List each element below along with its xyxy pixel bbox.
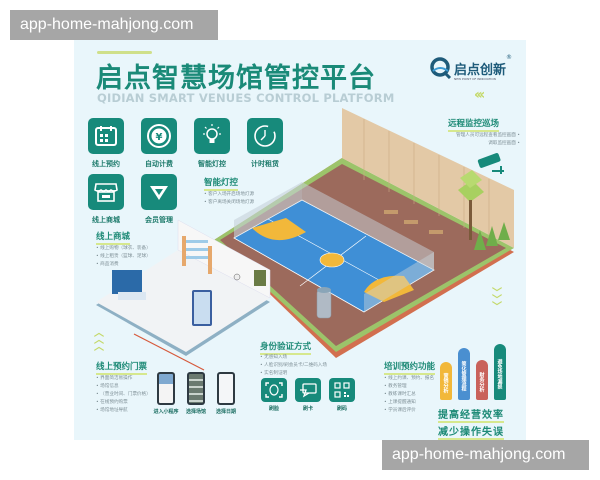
auth-qr: 刷码 xyxy=(328,378,356,412)
benefit-bars: 营销分析 简化管理流程 财务分析 避免场地漏损 xyxy=(440,340,520,400)
svg-text:¥: ¥ xyxy=(156,132,163,143)
phone-step-label: 选择日期 xyxy=(215,409,236,415)
chevrons-left-icon: ‹‹‹ xyxy=(474,87,485,103)
poster: 启点智慧场馆管控平台 QIDIAN SMART VENUES CONTROL P… xyxy=(74,40,526,440)
auth-face: 刷脸 xyxy=(260,378,288,412)
section-title-online-mall: 线上商城 xyxy=(96,230,131,245)
face-scan-icon xyxy=(265,382,283,398)
phone-step: 进入小程序 xyxy=(146,372,186,415)
camera-icon xyxy=(477,153,504,174)
feature-online-booking: 线上预约 xyxy=(86,118,126,169)
bullet-item: 实名制证明 xyxy=(260,370,327,378)
yen-coin-icon: ¥ xyxy=(147,124,171,148)
auth-card: 刷卡 xyxy=(294,378,322,412)
benefit-bar: 财务分析 xyxy=(476,360,488,400)
feature-label: 线上商城 xyxy=(92,216,120,224)
bullet-item: 上课提醒通知 xyxy=(384,399,434,407)
auth-label: 刷脸 xyxy=(268,406,279,412)
training-bullets: 线上约课、预约、报名 教务管理 教练课时汇总 上课提醒通知 学员课后评价 xyxy=(384,375,434,415)
lightbulb-icon xyxy=(203,124,221,143)
title-accent-bar xyxy=(97,51,152,54)
bullet-item: 教练课时汇总 xyxy=(384,391,434,399)
brand-logo: 启点创新 ® NEW POINT OF INNOVATION xyxy=(430,54,512,81)
section-title-identity: 身份验证方式 xyxy=(260,340,312,355)
feature-auto-billing: ¥ 自动计费 xyxy=(139,118,179,169)
q-logo-icon xyxy=(430,57,452,79)
watermark-top: app-home-mahjong.com xyxy=(10,10,218,40)
bullet-item: 商品消费 xyxy=(96,261,151,269)
section-title-remote-monitor: 远程监控巡场 xyxy=(448,117,500,132)
section-title-light-control: 智能灯控 xyxy=(204,176,239,191)
feature-label: 线上预约 xyxy=(92,160,120,168)
feature-label: 会员管理 xyxy=(145,216,173,224)
bullet-item: 调取监控画面 xyxy=(456,140,520,148)
auth-label: 刷码 xyxy=(336,406,347,412)
feature-label: 智能灯控 xyxy=(198,160,226,168)
bullet-item: 界面简洁易操作 xyxy=(96,375,151,383)
light-control-bullets: 客户入场开启场地灯源 客户离场关闭场地灯源 xyxy=(204,191,254,207)
slogan-efficiency: 提高经营效率 xyxy=(438,406,504,423)
bullet-text: （营业时间、门票价格） xyxy=(100,392,151,397)
bullet-item: 客户离场关闭场地灯源 xyxy=(204,199,254,207)
bullet-item: 人脸识别/刷会员卡/二维码入场 xyxy=(260,362,327,370)
card-swipe-icon xyxy=(300,383,317,398)
bullet-item-continued: （营业时间、门票价格） xyxy=(96,391,151,399)
bullet-item: 线上租赁（篮球、足球） xyxy=(96,253,151,261)
bullet-item: 线上约课、预约、报名 xyxy=(384,375,434,383)
bullet-item: 客户入场开启场地灯源 xyxy=(204,191,254,199)
brand-name: 启点创新 xyxy=(454,62,507,78)
feature-label: 计时租赁 xyxy=(251,160,279,168)
online-mall-bullets: 线上购物（球衣、装备） 线上租赁（篮球、足球） 商品消费 xyxy=(96,245,151,269)
section-title-training: 培训预约功能 xyxy=(384,360,436,375)
storefront-icon xyxy=(94,183,118,202)
page-title: 启点智慧场馆管控平台 xyxy=(96,63,376,94)
benefit-bar: 简化管理流程 xyxy=(458,348,470,400)
v-badge-icon xyxy=(150,186,168,200)
phone-step-label: 选择场馆 xyxy=(185,409,206,415)
registered-mark: ® xyxy=(506,54,513,61)
identity-bullets: 无感知入场 人脸识别/刷会员卡/二维码入场 实名制证明 xyxy=(260,354,327,378)
feature-smart-light: 智能灯控 xyxy=(192,118,232,169)
benefit-bar: 避免场地漏损 xyxy=(494,344,506,400)
feature-label: 自动计费 xyxy=(145,160,173,168)
brand-tagline: NEW POINT OF INNOVATION xyxy=(454,77,496,81)
bullet-item: 在线预约购票 xyxy=(96,399,151,407)
chevrons-up-icon: ︿︿︿ xyxy=(94,328,104,353)
benefit-bar: 营销分析 xyxy=(440,362,452,400)
bullet-item: 教务管理 xyxy=(384,383,434,391)
feature-online-mall: 线上商城 xyxy=(86,174,126,225)
phone-step-label: 进入小程序 xyxy=(153,409,179,415)
bullet-item: 场馆地址导航 xyxy=(96,407,151,415)
watermark-bottom: app-home-mahjong.com xyxy=(382,440,589,470)
clock-icon xyxy=(254,125,276,147)
bullet-item: 无感知入场 xyxy=(260,354,327,362)
bullet-item: 管理人员可远程查看监控画面 xyxy=(456,132,520,140)
bullet-item: 场馆信息 xyxy=(96,383,151,391)
phone-step: 选择日期 xyxy=(206,372,246,415)
phone-step: 选择场馆 xyxy=(176,372,216,415)
bullet-item: 线上购物（球衣、装备） xyxy=(96,245,151,253)
section-title-online-ticket: 线上预约门票 xyxy=(96,360,148,375)
chevrons-down-icon: ﹀﹀﹀ xyxy=(492,288,502,313)
online-ticket-bullets: 界面简洁易操作 场馆信息 （营业时间、门票价格） 在线预约购票 场馆地址导航 xyxy=(96,375,151,415)
page-subtitle: QIDIAN SMART VENUES CONTROL PLATFORM xyxy=(97,91,395,105)
slogan-errors: 减少操作失误 xyxy=(438,423,504,440)
remote-monitor-bullets: 管理人员可远程查看监控画面 调取监控画面 xyxy=(456,132,520,148)
qr-code-icon xyxy=(334,382,350,398)
feature-timed-rental: 计时租赁 xyxy=(245,118,285,169)
auth-label: 刷卡 xyxy=(302,406,313,412)
feature-member-mgmt: 会员管理 xyxy=(139,174,179,225)
calendar-icon xyxy=(95,126,117,146)
bullet-item: 学员课后评价 xyxy=(384,407,434,415)
